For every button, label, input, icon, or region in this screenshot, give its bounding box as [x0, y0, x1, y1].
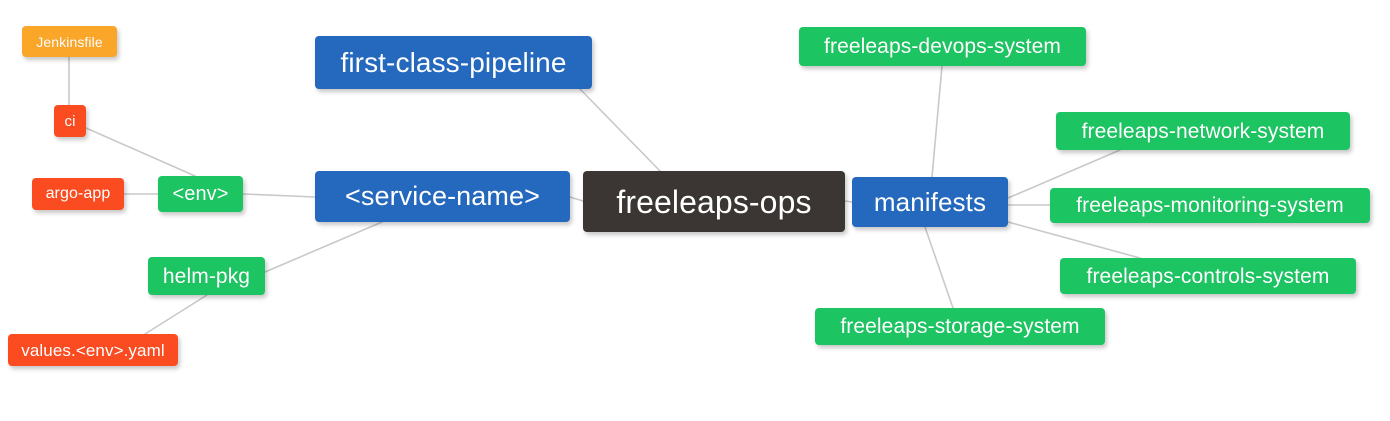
node-first-class-pipeline[interactable]: first-class-pipeline [315, 36, 592, 89]
node-label-network-system: freeleaps-network-system [1081, 119, 1325, 143]
edge-manifests-devops-system [931, 65, 943, 178]
node-label-argo-app: argo-app [45, 185, 111, 202]
node-devops-system[interactable]: freeleaps-devops-system [799, 27, 1086, 66]
node-label-monitoring-system: freeleaps-monitoring-system [1076, 194, 1344, 217]
node-label-ci: ci [64, 112, 76, 130]
node-root[interactable]: freeleaps-ops [583, 171, 845, 232]
edge-root-service-name [569, 196, 584, 202]
node-label-values-yaml: values.<env>.yaml [21, 340, 165, 360]
node-service-name[interactable]: <service-name> [315, 171, 570, 222]
node-ci[interactable]: ci [54, 105, 86, 137]
node-argo-app[interactable]: argo-app [32, 178, 124, 210]
edge-root-first-class-pipeline [579, 88, 661, 172]
node-jenkinsfile[interactable]: Jenkinsfile [22, 26, 117, 57]
node-network-system[interactable]: freeleaps-network-system [1056, 112, 1350, 150]
node-monitoring-system[interactable]: freeleaps-monitoring-system [1050, 188, 1370, 223]
node-label-service-name: <service-name> [345, 181, 540, 211]
node-label-env: <env> [172, 183, 229, 205]
node-controls-system[interactable]: freeleaps-controls-system [1060, 258, 1356, 294]
edge-manifests-storage-system [924, 226, 954, 309]
node-label-helm-pkg: helm-pkg [162, 264, 251, 288]
edge-env-ci [85, 127, 196, 177]
node-storage-system[interactable]: freeleaps-storage-system [815, 308, 1105, 345]
edge-manifests-controls-system [1007, 221, 1141, 259]
node-values-yaml[interactable]: values.<env>.yaml [8, 334, 178, 366]
edge-root-manifests [844, 200, 853, 203]
node-helm-pkg[interactable]: helm-pkg [148, 257, 265, 295]
node-label-controls-system: freeleaps-controls-system [1086, 264, 1330, 288]
node-label-manifests: manifests [873, 187, 987, 217]
edge-helm-pkg-values-yaml [144, 294, 208, 335]
edge-service-name-helm-pkg [264, 221, 383, 273]
node-manifests[interactable]: manifests [852, 177, 1008, 227]
node-label-jenkinsfile: Jenkinsfile [36, 33, 103, 50]
edge-service-name-env [242, 193, 316, 198]
node-label-storage-system: freeleaps-storage-system [840, 315, 1080, 338]
node-label-first-class-pipeline: first-class-pipeline [340, 46, 567, 78]
node-env[interactable]: <env> [158, 176, 243, 212]
node-label-devops-system: freeleaps-devops-system [824, 35, 1061, 58]
node-label-root: freeleaps-ops [616, 183, 812, 220]
